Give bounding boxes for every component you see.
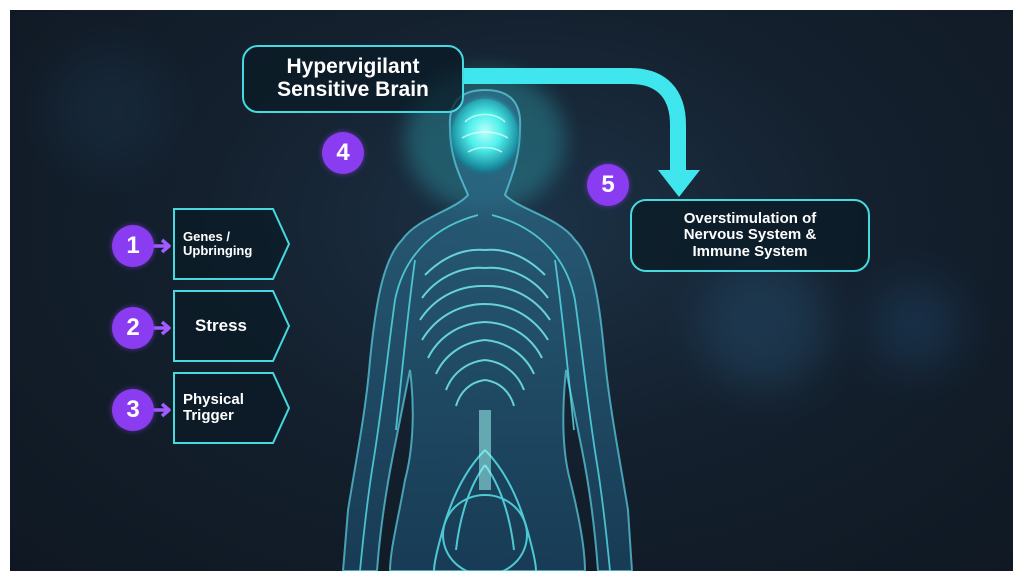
step-1-badge: 1 bbox=[112, 225, 154, 267]
step-3-badge: 3 bbox=[112, 389, 154, 431]
curved-arrow bbox=[10, 10, 1013, 571]
brain-box-line1: Hypervigilant bbox=[277, 56, 429, 79]
outcome-box-line3: Immune System bbox=[684, 244, 817, 260]
step-tag-genes: Genes / Upbringing bbox=[173, 208, 291, 280]
step-1-label-line1: Genes / bbox=[183, 230, 252, 244]
curved-arrow-shaft bbox=[464, 76, 678, 173]
arrow-right-icon bbox=[153, 319, 173, 337]
brain-box-line2: Sensitive Brain bbox=[277, 79, 429, 102]
curved-arrow-head bbox=[658, 170, 700, 197]
brain-box: Hypervigilant Sensitive Brain bbox=[242, 45, 464, 113]
step-5-badge: 5 bbox=[587, 164, 629, 206]
step-3-label-line1: Physical bbox=[183, 392, 244, 408]
diagram-canvas: Hypervigilant Sensitive Brain Overstimul… bbox=[10, 10, 1013, 571]
arrow-right-icon bbox=[153, 401, 173, 419]
step-2-badge: 2 bbox=[112, 307, 154, 349]
step-2-label-line1: Stress bbox=[195, 317, 247, 335]
step-tag-stress: Stress bbox=[173, 290, 291, 362]
arrow-right-icon bbox=[153, 237, 173, 255]
outcome-box: Overstimulation of Nervous System & Immu… bbox=[630, 199, 870, 272]
outcome-box-line1: Overstimulation of bbox=[684, 211, 817, 227]
step-3-label-line2: Trigger bbox=[183, 408, 244, 424]
outcome-box-line2: Nervous System & bbox=[684, 227, 817, 243]
step-1-label-line2: Upbringing bbox=[183, 244, 252, 258]
step-4-badge: 4 bbox=[322, 132, 364, 174]
step-tag-physical: Physical Trigger bbox=[173, 372, 291, 444]
